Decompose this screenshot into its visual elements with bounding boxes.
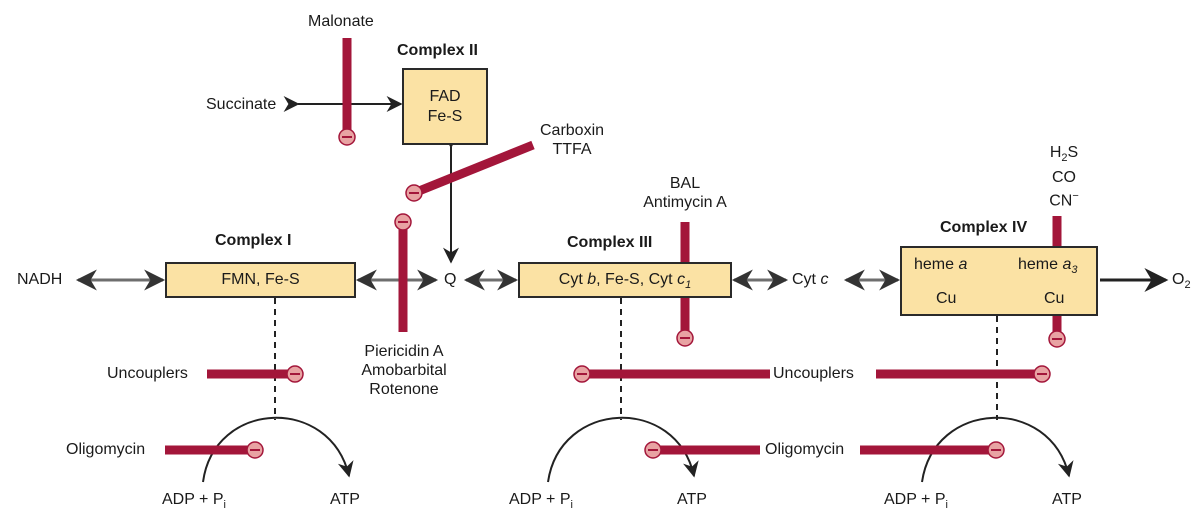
bal-antimycin-label: BAL Antimycin A bbox=[643, 175, 727, 211]
complex2-title: Complex II bbox=[397, 42, 478, 59]
complex1-title: Complex I bbox=[215, 232, 292, 249]
cyanide-label: H2S CO CN− bbox=[1049, 144, 1079, 210]
cytc-label: Cyt c bbox=[792, 271, 829, 288]
heme-a3-label: heme a3 bbox=[1018, 256, 1078, 277]
minus-circle-icon bbox=[1033, 365, 1051, 383]
complex3-content: Cyt b, Fe-S, Cyt c1 bbox=[558, 271, 692, 292]
oligomycin-label-2: Oligomycin bbox=[765, 441, 845, 458]
minus-circle-icon bbox=[394, 213, 412, 231]
minus-circle-icon bbox=[644, 441, 662, 459]
complex2-box: FAD Fe-S bbox=[402, 68, 488, 145]
adp-label-3: ADP + Pi bbox=[884, 491, 948, 512]
cu-label-2: Cu bbox=[1044, 290, 1065, 307]
minus-circle-icon bbox=[405, 184, 423, 202]
complex3-title: Complex III bbox=[567, 234, 653, 251]
minus-circle-icon bbox=[246, 441, 264, 459]
adp-label-1: ADP + Pi bbox=[162, 491, 226, 512]
atp-arc-1 bbox=[202, 416, 354, 483]
minus-circle-icon bbox=[676, 329, 694, 347]
o2-label: O2 bbox=[1172, 271, 1191, 292]
complex1-box: FMN, Fe-S bbox=[165, 262, 356, 298]
atp-label-1: ATP bbox=[330, 491, 360, 508]
atp-label-2: ATP bbox=[677, 491, 707, 508]
complex2-line1: FAD bbox=[429, 88, 461, 105]
minus-circle-icon bbox=[286, 365, 304, 383]
oligomycin-label-1: Oligomycin bbox=[66, 441, 146, 458]
complex4-title: Complex IV bbox=[940, 219, 1028, 236]
complex3-box: Cyt b, Fe-S, Cyt c1 bbox=[518, 262, 732, 298]
complex1-content: FMN, Fe-S bbox=[221, 271, 300, 288]
minus-circle-icon bbox=[338, 128, 356, 146]
inhibition-circles bbox=[246, 128, 1066, 459]
carboxin-bar bbox=[412, 140, 535, 198]
succinate-label: Succinate bbox=[206, 96, 277, 113]
nadh-label: NADH bbox=[17, 271, 63, 288]
inhibitor-bars bbox=[165, 38, 1062, 455]
coupling-lines bbox=[274, 298, 998, 420]
atp-label-3: ATP bbox=[1052, 491, 1082, 508]
adp-label-2: ADP + Pi bbox=[509, 491, 573, 512]
minus-circle-icon bbox=[1048, 330, 1066, 348]
carboxin-ttfa-label: Carboxin TTFA bbox=[539, 122, 605, 158]
minus-circle-icon bbox=[573, 365, 591, 383]
heme-a-label: heme a bbox=[914, 256, 968, 273]
atp-arc-3 bbox=[921, 416, 1074, 483]
cu-label-1: Cu bbox=[936, 290, 957, 307]
complex2-line2: Fe-S bbox=[427, 108, 463, 125]
malonate-label: Malonate bbox=[308, 13, 374, 30]
uncouplers-label-2: Uncouplers bbox=[773, 365, 854, 382]
q-label: Q bbox=[444, 271, 457, 288]
minus-circle-icon bbox=[987, 441, 1005, 459]
uncouplers-label-1: Uncouplers bbox=[107, 365, 188, 382]
complex4-box: heme a heme a3 Cu Cu bbox=[900, 246, 1098, 316]
piericidin-label: Piericidin A Amobarbital Rotenone bbox=[361, 343, 447, 398]
